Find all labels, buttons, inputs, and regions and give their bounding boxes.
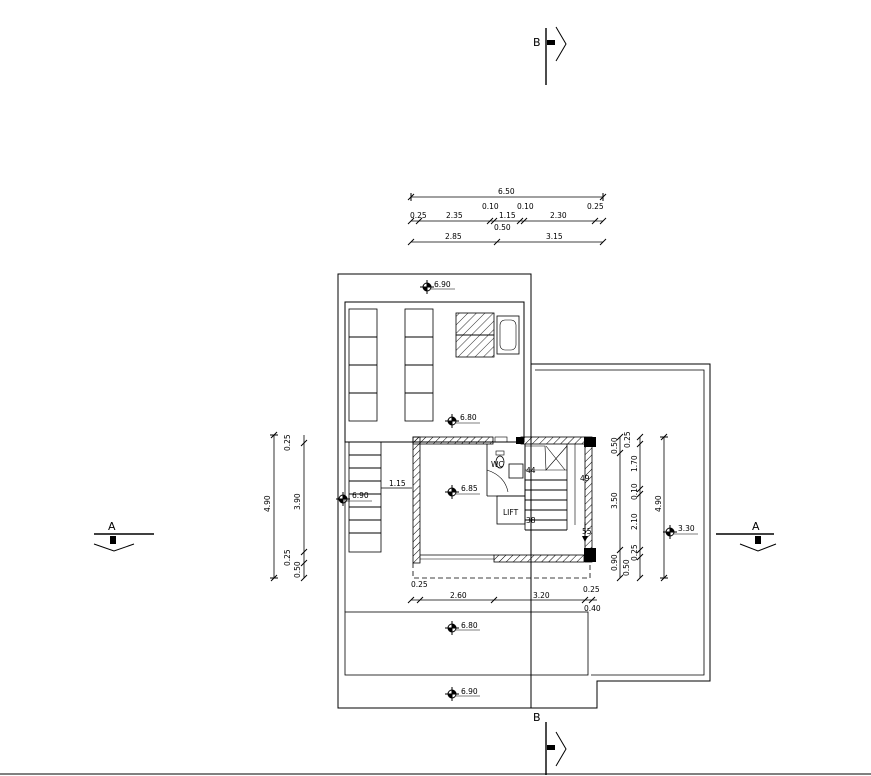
dim-wall-right: 0.10 [517,202,534,211]
dim-left-bottom2: 0.50 [293,561,302,578]
main-stair: 49 55 [524,444,592,542]
dim-seg2: 1.15 [499,211,516,220]
dim-bottom-right-a: 0.25 [583,585,600,594]
dim-44: 44 [526,466,536,475]
dim-ramp: 1.15 [389,479,406,488]
dim-bottom-seg1: 2.60 [450,591,467,600]
dim-49: 49 [580,474,590,483]
dim-right-b2: 1.70 [630,455,639,472]
dim-left-total: 4.90 [263,495,272,512]
level-value: 6.90 [461,687,478,696]
level-value: 3.30 [678,524,695,533]
dim-left-top: 0.25 [283,434,292,451]
dim-wall-left: 0.10 [482,202,499,211]
roof-outline [337,273,711,709]
level-marker-terrace-lower: 6.80 [445,621,480,635]
dim-seg1: 2.35 [446,211,463,220]
level-value: 6.85 [461,484,478,493]
bottom-dimension-chain: 0.25 2.60 3.20 0.25 0.40 [407,580,601,613]
level-value: 6.90 [352,491,369,500]
level-value: 6.80 [461,621,478,630]
dim-seg3: 2.30 [550,211,567,220]
dim-lower-left: 2.85 [445,232,462,241]
section-mark-b-bottom: B [533,711,567,775]
dim-lower-right: 3.15 [546,232,563,241]
solar-panels-left [348,308,378,422]
section-label-b: B [533,711,541,724]
dim-right-b1: 0.25 [623,431,632,448]
dim-right-b4: 2.10 [630,513,639,530]
level-marker-room: 6.85 [445,484,480,499]
right-dimension-chain: 0.50 3.50 0.90 0.25 1.70 0.10 2.10 0.25 … [610,431,668,582]
dim-left-bottom1: 0.25 [283,549,292,566]
level-marker-right-roof: 3.30 [663,524,698,539]
level-marker-roof-top: 6.90 [420,280,455,294]
top-dimension-chain: 6.50 0.10 0.10 0.25 2.35 1.15 2.30 0.25 … [407,187,607,246]
dim-bottom-seg2: 3.20 [533,591,550,600]
dim-mid: 0.50 [494,223,511,232]
lift-label: LIFT [503,508,519,517]
dim-bottom-left-edge: 0.25 [411,580,428,589]
solar-panels-middle [404,308,434,422]
left-dimension-chain: 4.90 0.25 3.90 0.25 0.50 [263,431,308,582]
dim-right-total: 4.90 [654,495,663,512]
section-label-b: B [533,36,541,49]
level-marker-bottom: 6.90 [445,687,480,701]
section-mark-a-right: A [716,520,777,552]
dim-left-main: 3.90 [293,493,302,510]
dim-right-a1: 0.50 [610,437,619,454]
room-walls [412,436,596,579]
level-value: 6.80 [460,413,477,422]
left-stair: 1.15 [348,441,412,553]
section-mark-b-top: B [533,26,567,85]
level-marker-stair-left: 6.90 [336,491,372,506]
dim-right-b6: 0.50 [622,559,631,576]
dim-right-b5: 0.25 [630,544,639,561]
dim-right-a3: 0.90 [610,554,619,571]
level-value: 6.90 [434,280,451,289]
dim-right-b3: 0.10 [630,483,639,500]
dim-right-a2: 3.50 [610,492,619,509]
section-label-a: A [752,520,760,533]
section-mark-a-left: A [93,520,154,552]
dim-edge-right: 0.25 [587,202,604,211]
dim-55: 55 [582,527,592,536]
level-marker-terrace-upper: 6.80 [445,413,480,428]
water-tanks [455,312,520,358]
dim-edge-left: 0.25 [410,211,427,220]
dim-bottom-right-b: 0.40 [584,604,601,613]
dim-overall: 6.50 [498,187,515,196]
section-label-a: A [108,520,116,533]
wc-label: WC [491,460,504,469]
